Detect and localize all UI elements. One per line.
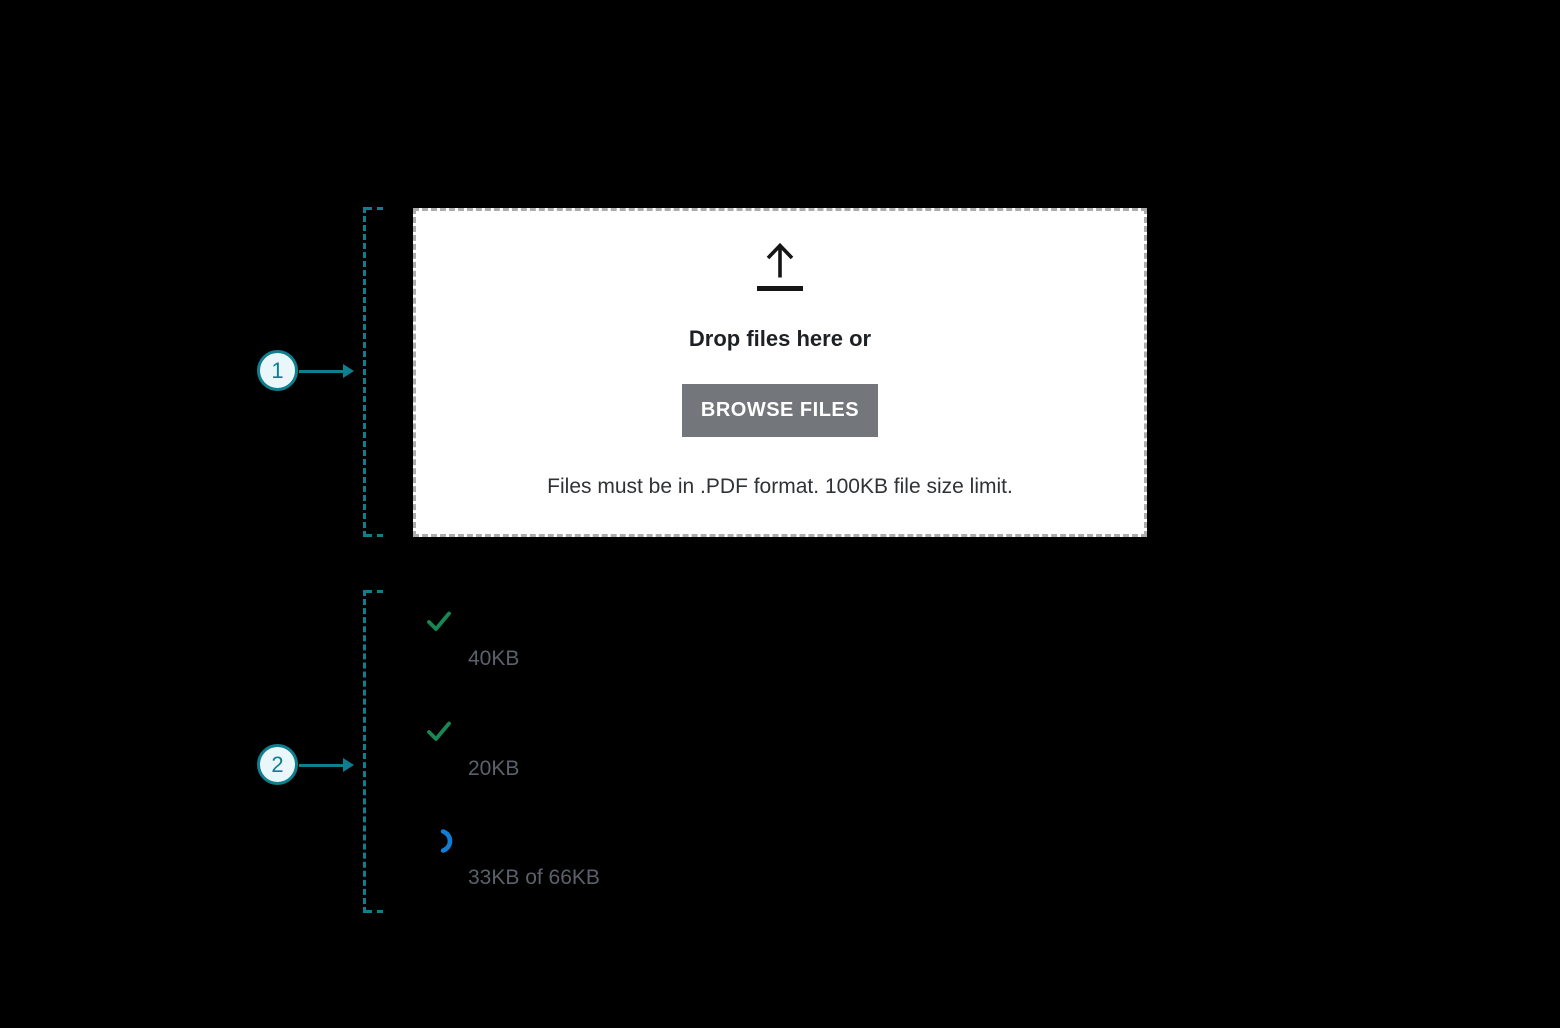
bracket-tick [366, 207, 383, 210]
callout-arrow-line [299, 764, 344, 767]
callout-arrow-head [343, 758, 354, 772]
check-icon [427, 611, 451, 631]
file-size-label: 40KB [468, 647, 520, 670]
spinner-icon [440, 829, 453, 853]
annotation-bracket-dropzone [363, 207, 383, 537]
check-icon [427, 721, 451, 741]
annotation-callout-1: 1 [257, 350, 298, 391]
file-size-label: 20KB [468, 757, 520, 780]
callout-arrow-head [343, 364, 354, 378]
callout-arrow-line [299, 370, 344, 373]
browse-files-button[interactable]: BROWSE FILES [682, 384, 878, 437]
drop-zone-hint: Files must be in .PDF format. 100KB file… [547, 475, 1013, 498]
file-drop-zone[interactable]: Drop files here or BROWSE FILES Files mu… [413, 208, 1147, 537]
bracket-tick [366, 910, 383, 913]
browse-files-button-label: BROWSE FILES [700, 399, 860, 421]
callout-number: 2 [271, 751, 284, 777]
annotation-callout-2: 2 [257, 744, 298, 785]
callout-number: 1 [271, 357, 284, 383]
drop-zone-title: Drop files here or [688, 326, 872, 351]
annotation-bracket-upload-list [363, 590, 383, 913]
upload-icon [757, 242, 803, 291]
bracket-tick [366, 534, 383, 537]
file-progress-label: 33KB of 66KB [468, 866, 600, 889]
bracket-tick [366, 590, 383, 593]
